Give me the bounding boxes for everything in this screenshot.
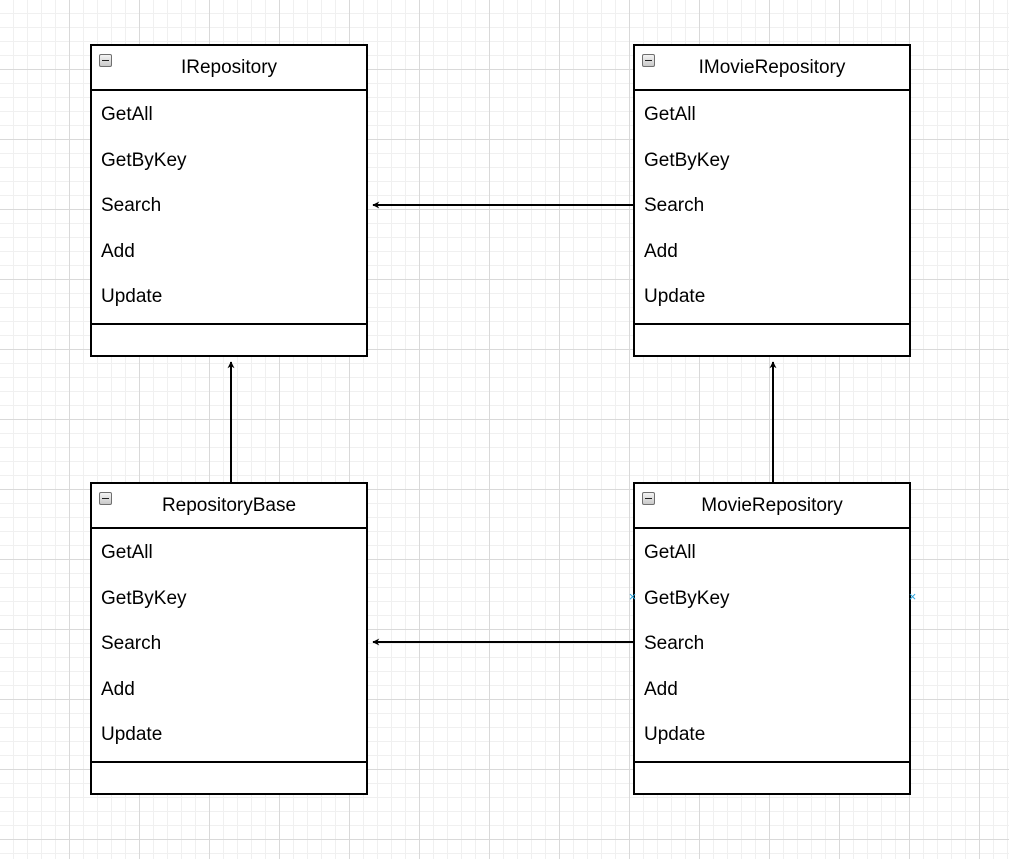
- member-list: GetAll GetByKey Search Add Update: [92, 91, 366, 325]
- class-imovierepository[interactable]: IMovieRepository GetAll GetByKey Search …: [633, 44, 911, 357]
- class-name: MovieRepository: [701, 495, 843, 516]
- member-list: GetAll GetByKey Search Add Update: [635, 529, 909, 763]
- class-name: IRepository: [180, 57, 278, 78]
- class-header[interactable]: IMovieRepository: [635, 46, 909, 91]
- empty-compartment[interactable]: [635, 763, 909, 793]
- class-name: RepositoryBase: [161, 495, 297, 516]
- member-getbykey[interactable]: GetByKey: [644, 587, 730, 609]
- member-getall[interactable]: GetAll: [644, 104, 696, 125]
- member-getbykey[interactable]: GetByKey: [101, 149, 187, 171]
- member-list: GetAll GetByKey Search Add Update: [635, 91, 909, 325]
- member-getall[interactable]: GetAll: [101, 104, 153, 125]
- class-header[interactable]: RepositoryBase: [92, 484, 366, 529]
- class-header[interactable]: IRepository: [92, 46, 366, 91]
- x-icon[interactable]: ×: [628, 589, 637, 604]
- member-search[interactable]: Search: [644, 633, 705, 654]
- member-getall[interactable]: GetAll: [644, 542, 696, 563]
- member-update[interactable]: Update: [644, 286, 706, 307]
- member-add[interactable]: Add: [101, 678, 135, 700]
- class-name: IMovieRepository: [698, 57, 846, 78]
- member-list: GetAll GetByKey Search Add Update: [92, 529, 366, 763]
- x-icon[interactable]: ×: [908, 589, 917, 604]
- member-getall[interactable]: GetAll: [101, 542, 153, 563]
- class-header[interactable]: MovieRepository: [635, 484, 909, 529]
- collapse-icon[interactable]: [642, 54, 655, 67]
- empty-compartment[interactable]: [635, 325, 909, 355]
- member-add[interactable]: Add: [644, 240, 678, 262]
- member-search[interactable]: Search: [101, 633, 162, 654]
- member-search[interactable]: Search: [101, 195, 162, 216]
- class-movierepository[interactable]: MovieRepository GetAll GetByKey Search A…: [633, 482, 911, 795]
- member-update[interactable]: Update: [644, 724, 706, 745]
- collapse-icon[interactable]: [99, 492, 112, 505]
- collapse-icon[interactable]: [99, 54, 112, 67]
- member-update[interactable]: Update: [101, 286, 163, 307]
- member-add[interactable]: Add: [101, 240, 135, 262]
- member-add[interactable]: Add: [644, 678, 678, 700]
- member-update[interactable]: Update: [101, 724, 163, 745]
- empty-compartment[interactable]: [92, 325, 366, 355]
- class-irepository[interactable]: IRepository GetAll GetByKey Search Add U…: [90, 44, 368, 357]
- member-getbykey[interactable]: GetByKey: [644, 149, 730, 171]
- member-search[interactable]: Search: [644, 195, 705, 216]
- empty-compartment[interactable]: [92, 763, 366, 793]
- member-getbykey[interactable]: GetByKey: [101, 587, 187, 609]
- class-repositorybase[interactable]: RepositoryBase GetAll GetByKey Search Ad…: [90, 482, 368, 795]
- collapse-icon[interactable]: [642, 492, 655, 505]
